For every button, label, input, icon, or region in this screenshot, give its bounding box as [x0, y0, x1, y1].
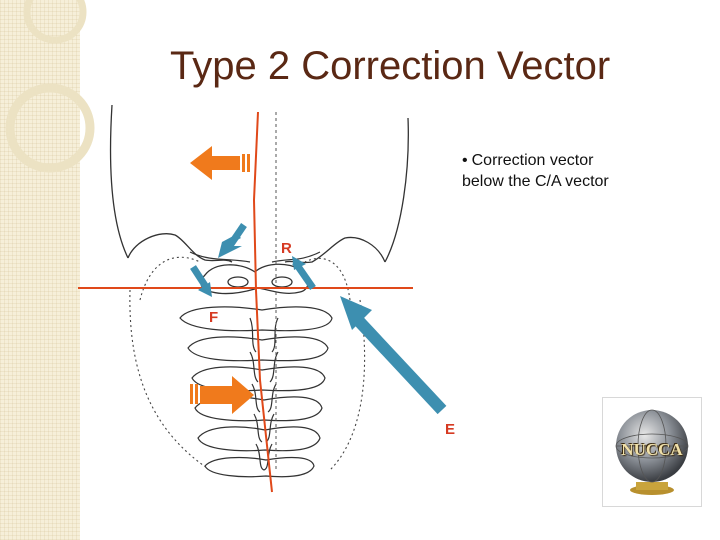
- label-e: E: [445, 421, 455, 438]
- bullet-line-1: Correction vector: [471, 152, 594, 169]
- label-r: R: [281, 240, 292, 257]
- blue-arrow-large-head: [340, 296, 372, 330]
- bullet-line-2: below the C/A vector: [462, 173, 609, 190]
- skull-outline: [109, 104, 409, 263]
- slide-title: Type 2 Correction Vector: [170, 44, 611, 88]
- mastoid-left: [127, 233, 233, 263]
- blue-arrow-mid-right-head: [292, 256, 306, 270]
- label-f: F: [209, 309, 218, 326]
- orange-arrow-lower: [190, 376, 254, 414]
- blue-arrow-large-shaft: [351, 313, 447, 415]
- globe-logo-icon: [615, 409, 689, 495]
- orange-arrow-upper: [190, 146, 250, 180]
- blue-arrow-mid-left-shaft: [190, 265, 209, 289]
- logo-text: NUCCA: [621, 440, 683, 459]
- correction-vector-line: [252, 111, 273, 493]
- decorative-ring-large: [5, 83, 95, 173]
- cervical-vertebrae: [179, 306, 333, 478]
- spinous-processes: [249, 317, 279, 471]
- decorative-ring-small: [23, 0, 87, 44]
- bullet-marker: •: [462, 152, 468, 169]
- blue-arrow-mid-left-head: [198, 282, 212, 297]
- blue-arrow-upper-left-shaft: [224, 223, 247, 252]
- bullet-text: •Correction vector below the C/A vector: [462, 150, 692, 192]
- neck-outline-dotted: [129, 289, 366, 471]
- nucca-logo: NUCCA: [602, 397, 702, 507]
- blue-arrows: [190, 223, 447, 415]
